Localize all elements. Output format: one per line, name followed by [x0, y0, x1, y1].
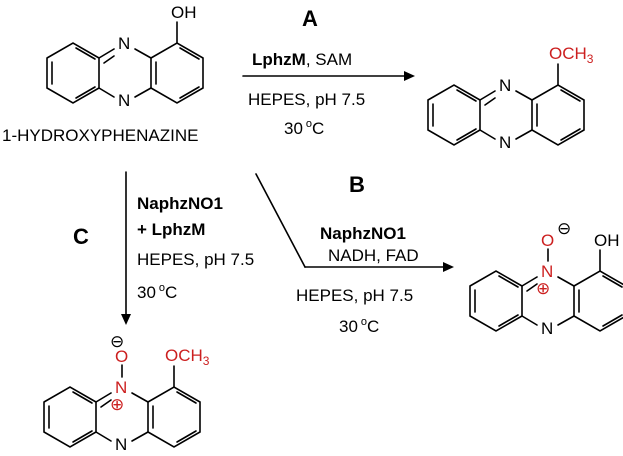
positive-charge-icon: ⊕: [536, 279, 550, 298]
atom-n-bottom: N: [541, 319, 553, 338]
molecule-1-hydroxyphenazine: N N OH: [46, 3, 204, 110]
reaction-c-label: C: [73, 224, 89, 249]
hydroxyl-label: OH: [594, 231, 620, 250]
molecule-1-methoxyphenazine-n-oxide: N N O ⊖ ⊕ OCH3: [43, 332, 210, 454]
reaction-a-cofactor: , SAM: [306, 50, 352, 69]
atom-n-oxide: N: [541, 262, 553, 281]
reaction-b-buffer: HEPES, pH 7.5: [296, 286, 413, 305]
atom-o-oxide: O: [115, 347, 128, 366]
start-compound-name: 1-HYDROXYPHENAZINE: [2, 126, 198, 145]
atom-n-oxide: N: [115, 378, 127, 397]
reaction-b-arrowhead: [443, 262, 454, 272]
atom-n-bottom: N: [499, 133, 511, 152]
reaction-b-cofactors: NADH, FAD: [328, 246, 419, 265]
atom-n-top: N: [499, 76, 511, 95]
methoxy-label: OCH3: [165, 346, 210, 368]
reaction-c-buffer: HEPES, pH 7.5: [137, 250, 254, 269]
reaction-a-arrowhead: [404, 71, 415, 81]
svg-text:LphzM, SAM: LphzM, SAM: [252, 50, 352, 69]
atom-n-bottom: N: [115, 435, 127, 454]
reaction-c-enzyme-1: NaphzNO1: [137, 194, 223, 213]
positive-charge-icon: ⊕: [110, 395, 124, 414]
reaction-b-enzyme: NaphzNO1: [320, 224, 406, 243]
molecule-1-hydroxyphenazine-n-oxide: N N O ⊖ ⊕ OH: [469, 219, 623, 338]
methoxy-label: OCH3: [549, 44, 594, 66]
atom-n-top: N: [118, 34, 130, 53]
reaction-b-arrow: [255, 173, 306, 268]
reaction-a-buffer: HEPES, pH 7.5: [248, 90, 365, 109]
atom-o-oxide: O: [541, 231, 554, 250]
reaction-a-label: A: [302, 6, 318, 31]
reaction-c-enzyme-2: + LphzM: [137, 220, 205, 239]
atom-n-bottom: N: [118, 91, 130, 110]
negative-charge-icon: ⊖: [110, 332, 124, 351]
negative-charge-icon: ⊖: [557, 219, 571, 238]
hydroxyl-label: OH: [171, 3, 197, 22]
molecule-1-methoxyphenazine: N N OCH3: [427, 44, 594, 152]
reaction-a-enzyme: LphzM: [252, 50, 306, 69]
reaction-c-arrowhead: [121, 314, 131, 325]
reaction-b-label: B: [349, 172, 365, 197]
